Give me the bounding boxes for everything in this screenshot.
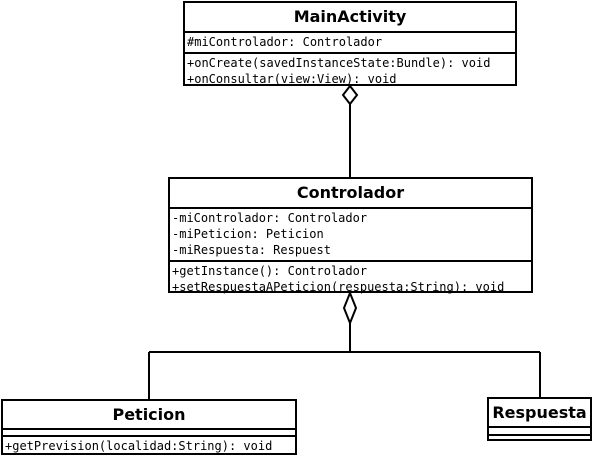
class-name: Peticion bbox=[3, 401, 295, 430]
operations-section: +getPrevision(localidad:String): void bbox=[3, 437, 295, 456]
aggregation-diamond-icon bbox=[342, 290, 358, 326]
operations-section: +getInstance(): Controlador +setRespuest… bbox=[170, 262, 531, 297]
operation: +getInstance(): Controlador bbox=[172, 264, 368, 278]
operation: +getPrevision(localidad:String): void bbox=[5, 439, 273, 453]
aggregation-diamond-icon bbox=[341, 84, 359, 106]
aggregation-mainactivity-controlador bbox=[341, 84, 359, 177]
attribute: -miControlador: Controlador bbox=[172, 211, 368, 225]
class-name: Respuesta bbox=[489, 399, 590, 428]
attributes-section: #miControlador: Controlador bbox=[185, 33, 515, 54]
operations-section bbox=[489, 436, 590, 441]
operations-section: +onCreate(savedInstanceState:Bundle): vo… bbox=[185, 54, 515, 89]
class-mainactivity[interactable]: MainActivity #miControlador: Controlador… bbox=[183, 1, 517, 86]
attributes-section bbox=[3, 430, 295, 437]
operation: +onConsultar(view:View): void bbox=[187, 72, 397, 86]
attributes-section: -miControlador: Controlador -miPeticion:… bbox=[170, 209, 531, 262]
class-name: MainActivity bbox=[185, 3, 515, 33]
attribute: -miPeticion: Peticion bbox=[172, 227, 324, 241]
class-controlador[interactable]: Controlador -miControlador: Controlador … bbox=[168, 177, 533, 294]
class-respuesta[interactable]: Respuesta bbox=[487, 397, 592, 441]
aggregation-controlador-children bbox=[148, 290, 541, 399]
operation: +setRespuestaAPeticion(respuesta:String)… bbox=[172, 280, 505, 294]
attribute: -miRespuesta: Respuest bbox=[172, 243, 331, 257]
class-name: Controlador bbox=[170, 179, 531, 209]
attributes-section bbox=[489, 428, 590, 436]
operation: +onCreate(savedInstanceState:Bundle): vo… bbox=[187, 56, 491, 70]
class-peticion[interactable]: Peticion +getPrevision(localidad:String)… bbox=[1, 399, 297, 455]
attribute: #miControlador: Controlador bbox=[187, 35, 383, 49]
